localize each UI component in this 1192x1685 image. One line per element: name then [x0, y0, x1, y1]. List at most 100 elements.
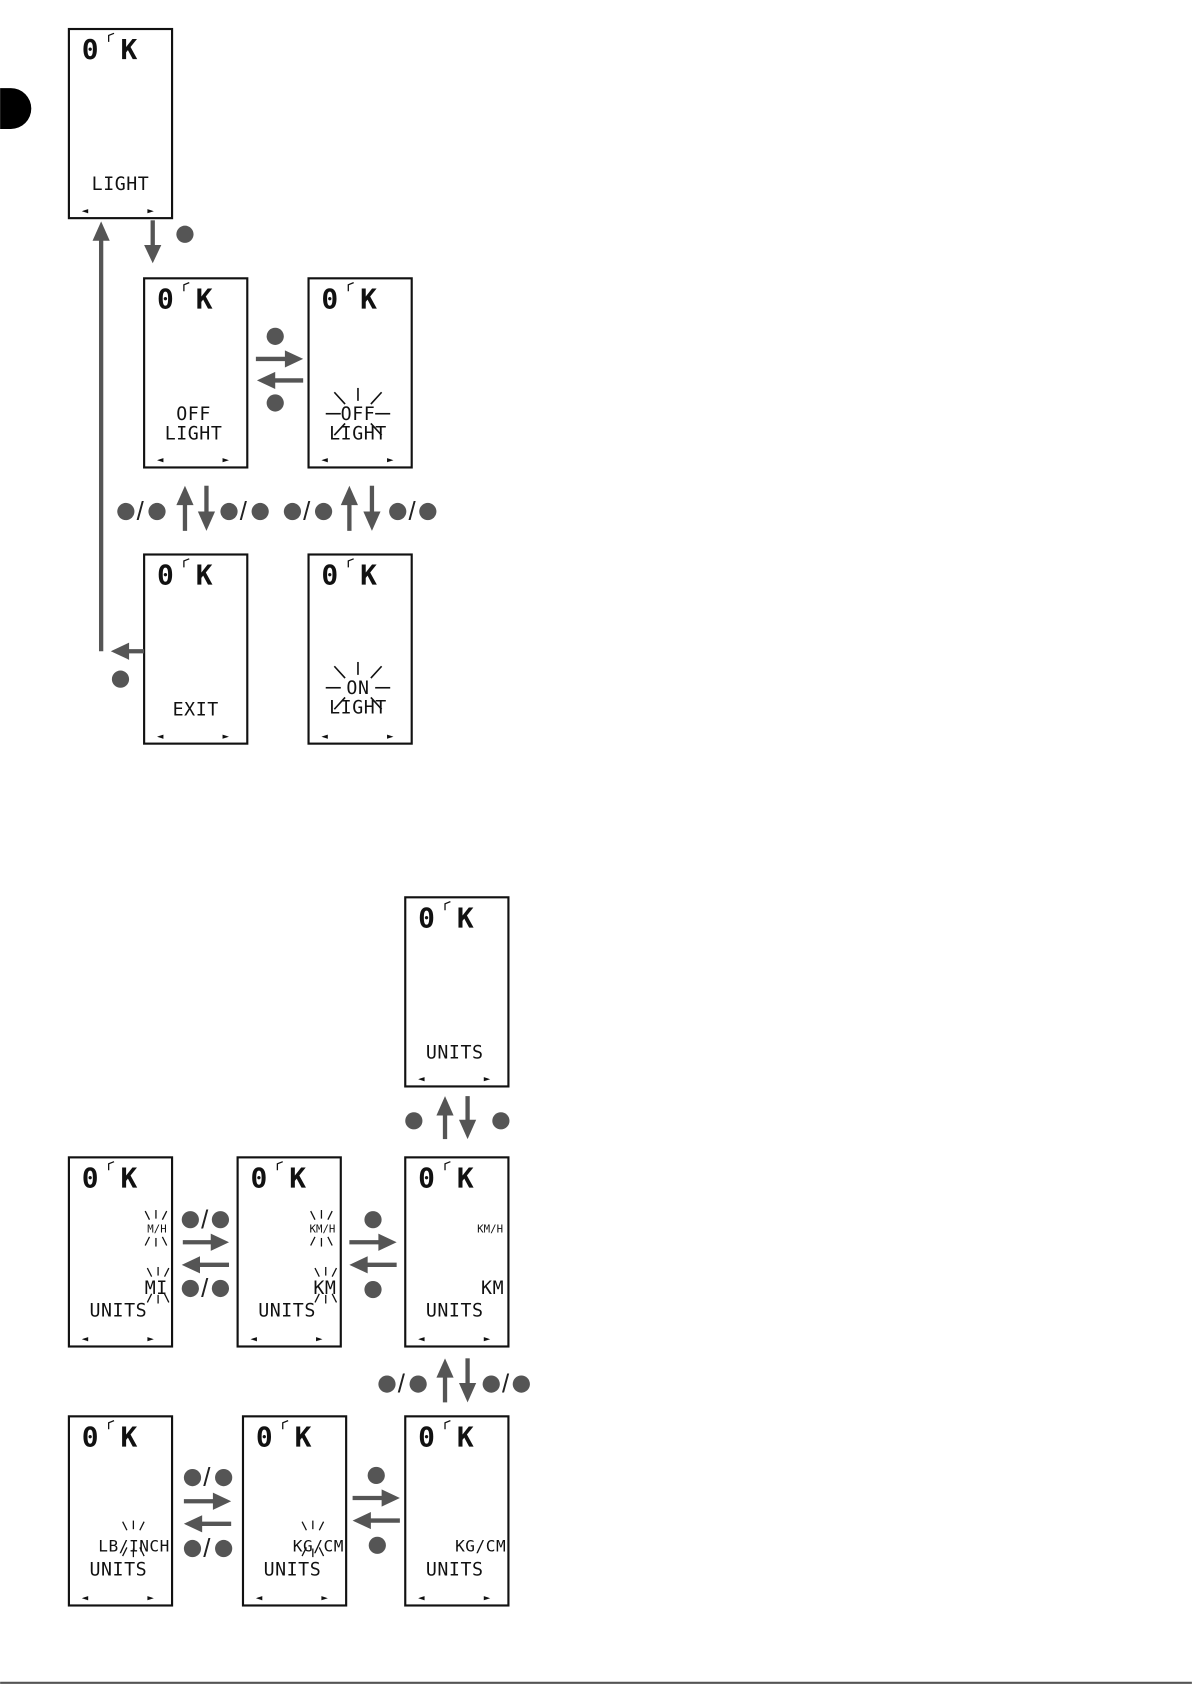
slash: / — [201, 1275, 209, 1303]
nav-left-icon: ◄ — [256, 1591, 263, 1604]
arrow-left-head — [353, 1512, 371, 1529]
weight-unit: KG/CM — [455, 1537, 506, 1556]
screen-units-lb-blinking: 0 K LB/INCH UNITS ◄ ► — [69, 1416, 172, 1605]
lcd-line-2: LIGHT — [329, 698, 387, 719]
button-dot — [315, 503, 332, 520]
button-dot — [182, 1211, 199, 1228]
screen-units-kg: 0 K KG/CM UNITS ◄ ► — [405, 1416, 508, 1605]
screen-off-light-blinking: 0 K OFF LIGHT ◄ ► — [309, 278, 412, 467]
slash: / — [201, 1206, 209, 1234]
button-dot — [212, 1280, 229, 1297]
brand-k: K — [120, 1161, 137, 1194]
arrow-right-head — [213, 1493, 231, 1510]
brand-zero: 0 — [256, 1420, 273, 1453]
nav-left-icon: ◄ — [418, 1072, 425, 1085]
button-dot — [410, 1376, 427, 1393]
button-dot — [369, 1537, 386, 1554]
weight-unit: KG/CM — [293, 1537, 344, 1556]
brand-k: K — [289, 1161, 306, 1194]
screen-units-km: 0 K KM/H KM UNITS ◄ ► — [405, 1157, 508, 1346]
lcd-line-2: UNITS — [426, 1042, 484, 1063]
nav-left-icon: ◄ — [321, 729, 328, 742]
button-dot — [419, 503, 436, 520]
screen-units: 0 K UNITS ◄ ► — [405, 897, 508, 1086]
units-label: UNITS — [264, 1559, 322, 1580]
button-dot — [220, 503, 237, 520]
button-dot — [492, 1112, 509, 1129]
nav-left-icon: ◄ — [157, 453, 164, 466]
screen-units-kg-blinking: 0 K KG/CM UNITS ◄ ► — [243, 1416, 346, 1605]
arrow-down-head — [459, 1383, 476, 1402]
distance-unit: KM — [313, 1278, 336, 1299]
screen-exit: 0 K EXIT ◄ ► — [144, 555, 247, 744]
brand-zero: 0 — [157, 282, 174, 315]
lcd-line-2: EXIT — [173, 700, 219, 721]
nav-right-icon: ► — [484, 1591, 491, 1604]
slash: / — [408, 498, 416, 526]
lcd-line-2: LIGHT — [329, 424, 387, 445]
lcd-line-1: OFF — [341, 404, 376, 425]
brand-zero: 0 — [418, 1420, 435, 1453]
nav-left-icon: ◄ — [157, 729, 164, 742]
screen-light: 0 K LIGHT ◄ ► — [69, 29, 172, 218]
distance-unit: KM — [481, 1278, 504, 1299]
brand-k: K — [196, 282, 213, 315]
arrow-up-head — [176, 486, 193, 505]
lcd-line-1: ON — [346, 678, 369, 699]
arrow-left-head — [257, 372, 275, 389]
slash: / — [502, 1371, 510, 1399]
button-dot — [182, 1280, 199, 1297]
button-dot — [117, 503, 134, 520]
brand-zero: 0 — [418, 1161, 435, 1194]
nav-right-icon: ► — [484, 1072, 491, 1085]
units-label: UNITS — [426, 1559, 484, 1580]
button-dot — [215, 1540, 232, 1557]
nav-right-icon: ► — [147, 204, 154, 217]
screen-on-light-blinking: 0 K ON LIGHT ◄ ► — [309, 555, 412, 744]
slash: / — [203, 1535, 211, 1563]
arrow-down-head — [363, 512, 380, 531]
brand-zero: 0 — [418, 901, 435, 934]
brand-k: K — [457, 1161, 474, 1194]
brand-zero: 0 — [321, 282, 338, 315]
button-dot — [368, 1467, 385, 1484]
button-dot — [215, 1469, 232, 1486]
brand-zero: 0 — [82, 33, 99, 66]
units-label: UNITS — [426, 1300, 484, 1321]
button-dot — [176, 226, 193, 243]
lcd-line-2: LIGHT — [92, 174, 150, 195]
slash: / — [303, 498, 311, 526]
button-dot — [212, 1211, 229, 1228]
arrow-left-head — [184, 1515, 202, 1532]
nav-right-icon: ► — [147, 1332, 154, 1345]
brand-zero: 0 — [82, 1161, 99, 1194]
distance-unit: MI — [145, 1278, 168, 1299]
weight-unit: LB/INCH — [98, 1537, 170, 1556]
nav-left-icon: ◄ — [82, 1332, 89, 1345]
brand-k: K — [120, 33, 137, 66]
units-label: UNITS — [90, 1559, 148, 1580]
arrow-left-head — [349, 1256, 367, 1273]
button-dot — [252, 503, 269, 520]
nav-right-icon: ► — [223, 729, 230, 742]
arrow-right-head — [211, 1234, 229, 1251]
slash: / — [203, 1464, 211, 1492]
units-label: UNITS — [258, 1300, 316, 1321]
button-dot — [148, 503, 165, 520]
arrow-down-head — [459, 1120, 476, 1139]
button-dot — [389, 503, 406, 520]
nav-left-icon: ◄ — [418, 1332, 425, 1345]
arrow-up-head — [341, 486, 358, 505]
arrow-left-head — [182, 1256, 200, 1273]
speed-unit: M/H — [147, 1223, 166, 1236]
button-dot — [267, 394, 284, 411]
nav-left-icon: ◄ — [82, 204, 89, 217]
arrow-right-head — [382, 1489, 400, 1506]
brand-k: K — [457, 1420, 474, 1453]
button-dot — [364, 1211, 381, 1228]
nav-right-icon: ► — [387, 729, 394, 742]
brand-zero: 0 — [82, 1420, 99, 1453]
button-dot — [284, 503, 301, 520]
button-dot — [184, 1469, 201, 1486]
